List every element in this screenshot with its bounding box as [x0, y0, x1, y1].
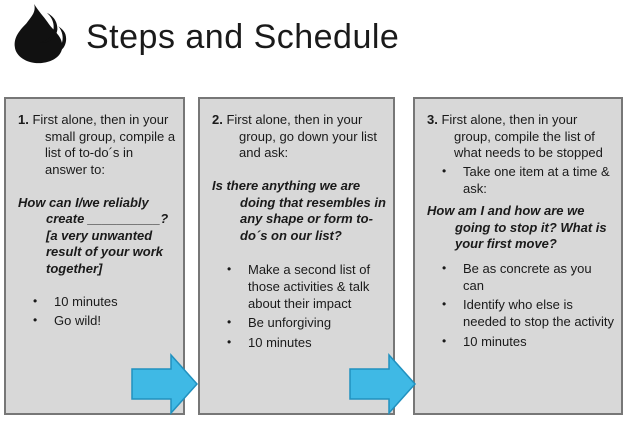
- list-item: Identify who else is needed to stop the …: [427, 297, 616, 330]
- step-3-question: How am I and how are we going to stop it…: [427, 203, 607, 252]
- step-2-bullets: Make a second list of those activities &…: [212, 262, 388, 351]
- step-2-intro: 2. First alone, then in your group, go d…: [212, 112, 388, 162]
- step-1-intro-text: First alone, then in your small group, c…: [32, 112, 176, 177]
- step-box-1: 1. First alone, then in your small group…: [4, 97, 185, 415]
- step-3-number: 3.: [427, 112, 438, 127]
- step-2-question: Is there anything we are doing that rese…: [212, 177, 386, 243]
- step-3-intro: 3. First alone, then in your group, comp…: [427, 112, 616, 162]
- slide-header: Steps and Schedule: [8, 2, 399, 66]
- list-item: Go wild!: [18, 313, 178, 330]
- step-2-intro-text: First alone, then in your group, go down…: [226, 112, 378, 161]
- list-item: 10 minutes: [427, 334, 616, 351]
- right-arrow-icon: [131, 353, 199, 415]
- flame-icon: [14, 3, 67, 64]
- step-1-intro: 1. First alone, then in your small group…: [18, 112, 178, 179]
- list-item: Take one item at a time & ask:: [427, 164, 616, 197]
- right-arrow-icon: [349, 353, 417, 415]
- list-item: Make a second list of those activities &…: [212, 262, 388, 312]
- step-box-3: 3. First alone, then in your group, comp…: [413, 97, 623, 415]
- list-item: 10 minutes: [212, 335, 388, 352]
- step-1-bullets: 10 minutes Go wild!: [18, 294, 178, 330]
- step-3-intro-text: First alone, then in your group, compile…: [441, 112, 603, 161]
- step-3-bullets: Be as concrete as you can Identify who e…: [427, 261, 616, 350]
- page-title: Steps and Schedule: [86, 18, 400, 57]
- list-item: Be unforgiving: [212, 315, 388, 332]
- step-2-number: 2.: [212, 112, 223, 127]
- list-item: 10 minutes: [18, 294, 178, 311]
- step-1-number: 1.: [18, 112, 29, 127]
- list-item: Be as concrete as you can: [427, 261, 616, 294]
- step-1-question: How can I/we reliably create __________?…: [18, 194, 169, 277]
- step-box-2: 2. First alone, then in your group, go d…: [198, 97, 395, 415]
